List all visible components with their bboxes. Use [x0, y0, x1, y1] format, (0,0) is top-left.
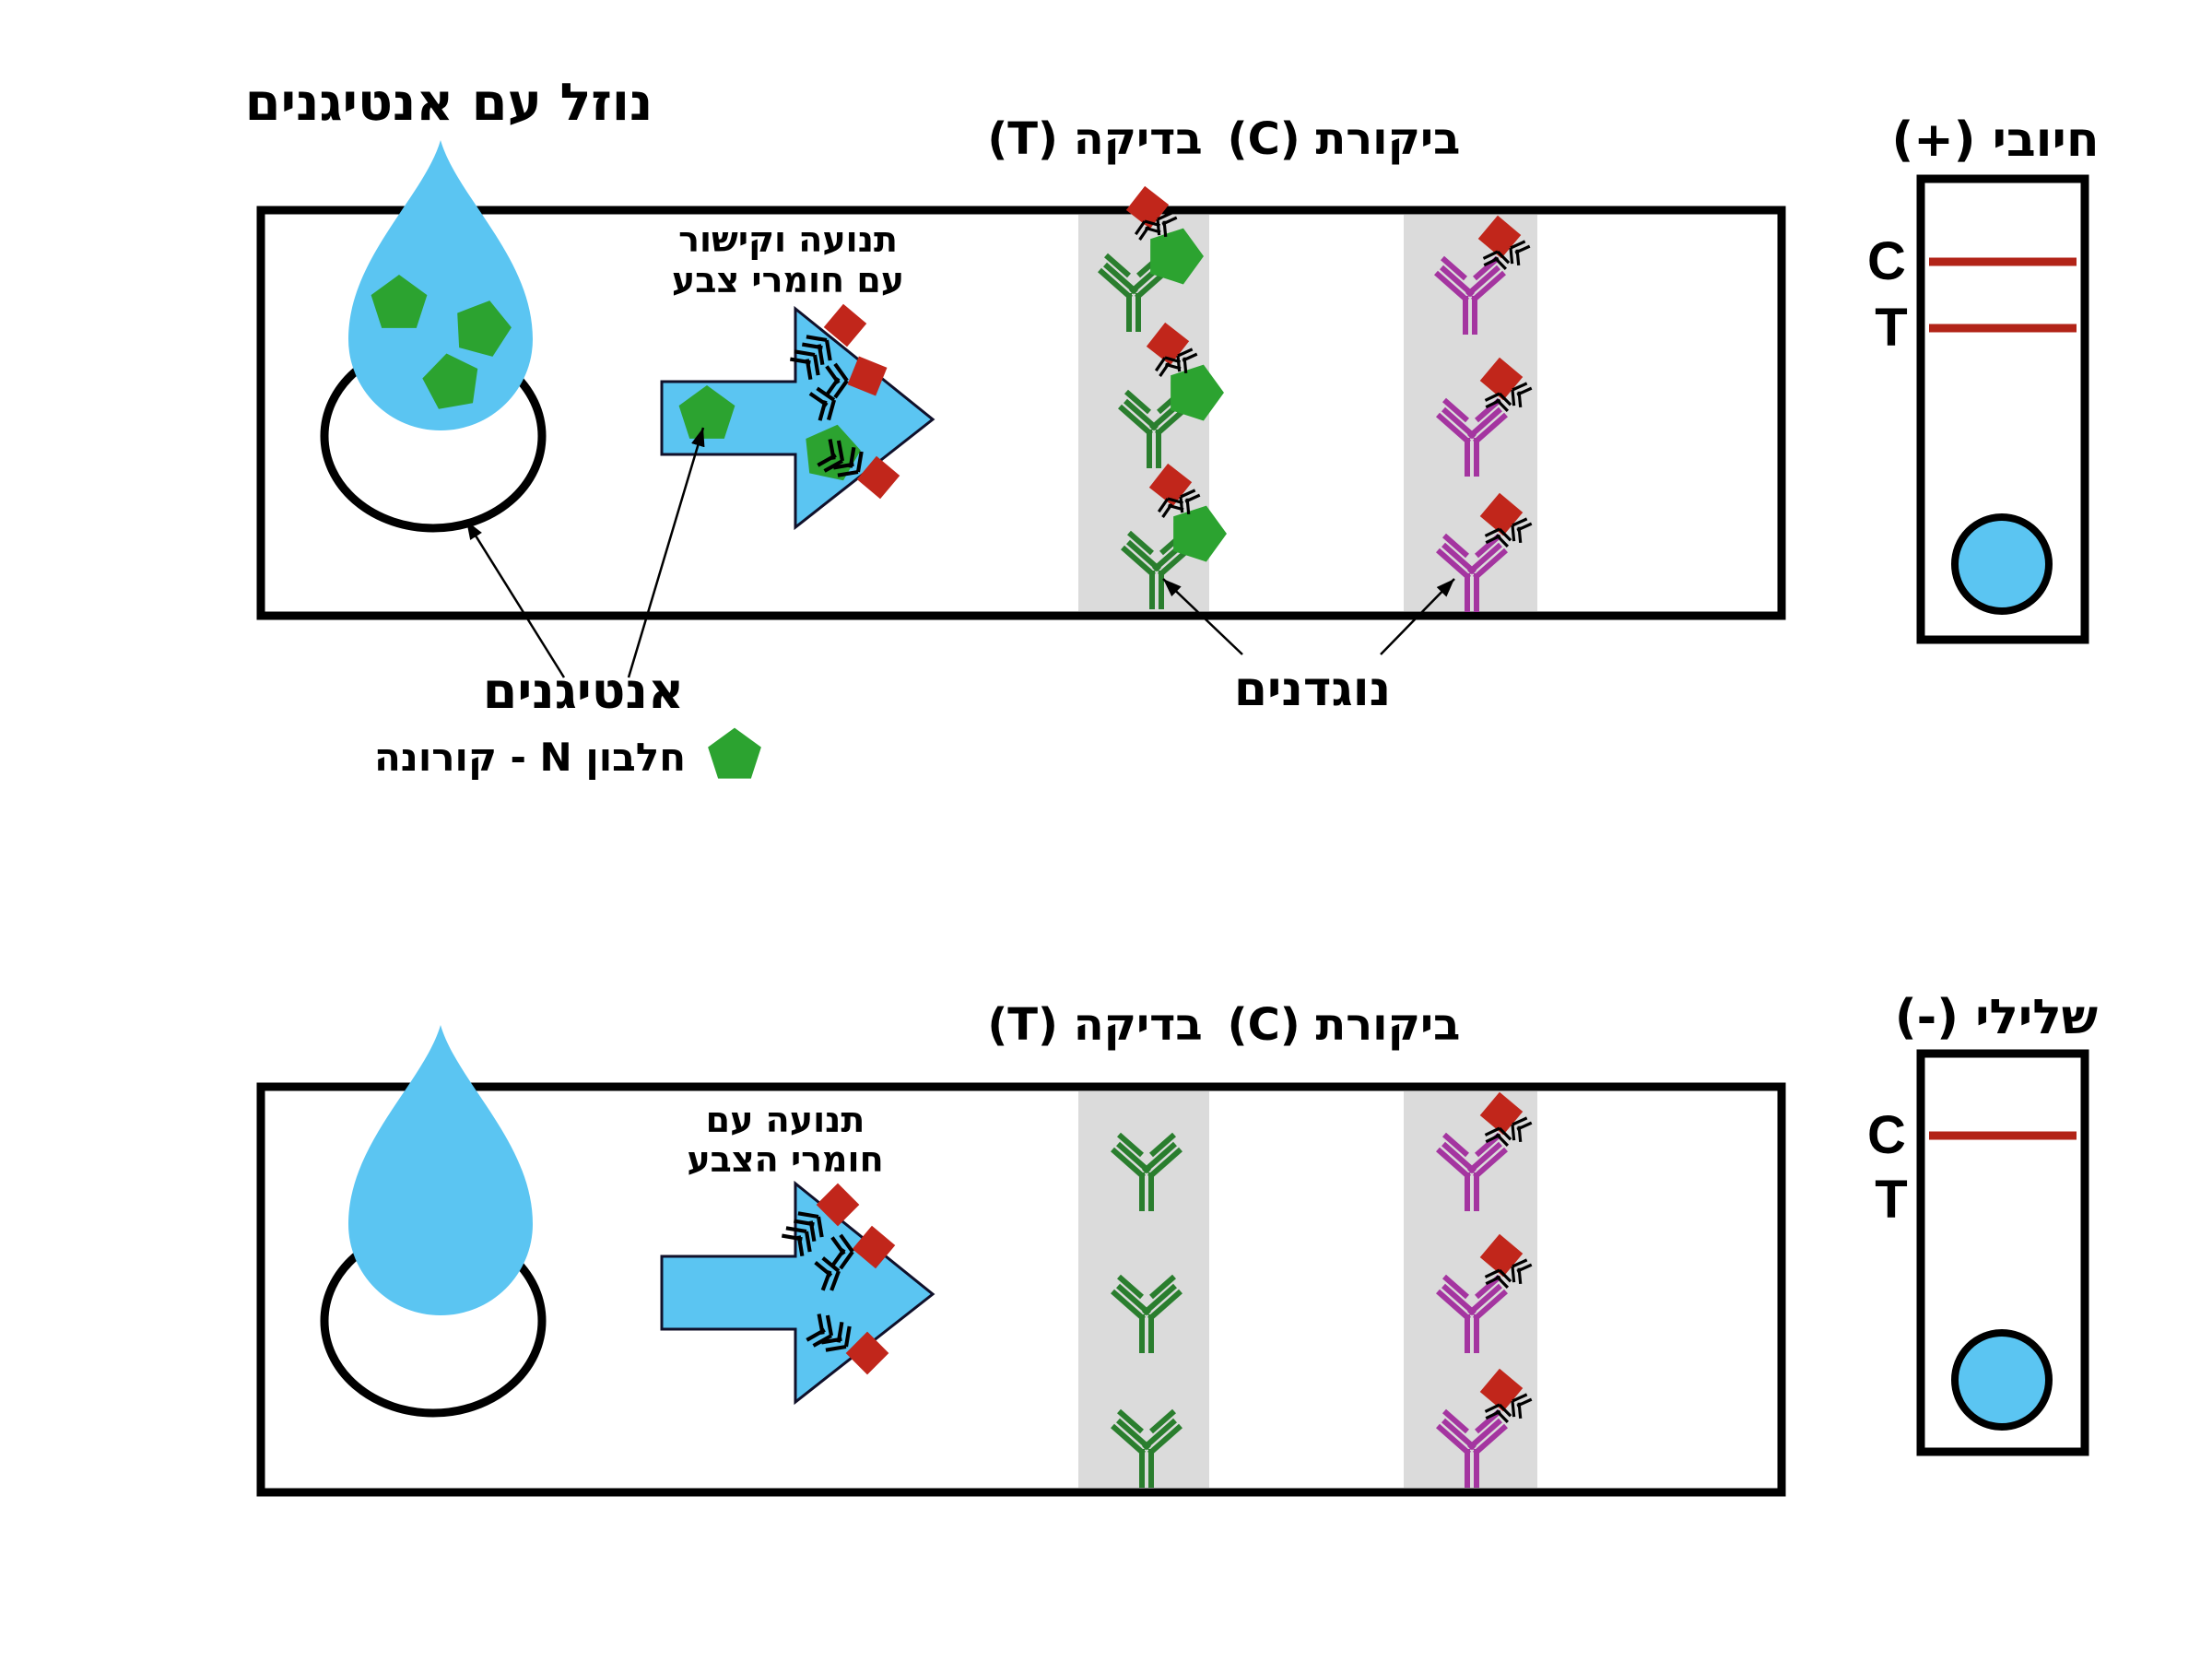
negative-c-label: C — [1867, 1105, 1906, 1165]
positive-strip-outline — [1916, 174, 2089, 644]
positive-result-cassette — [1916, 174, 2089, 644]
antigen-legend-label: חלבון N - קורונה — [373, 735, 687, 780]
pointer-arrow-antigen-drop — [465, 520, 566, 678]
positive-result-title: חיובי (+) — [1891, 112, 2100, 168]
bottom-test-line-band — [1078, 1091, 1209, 1488]
positive-t-label: T — [1875, 298, 1908, 358]
top-arrow-caption-line1: תנועה וקישור — [678, 219, 898, 260]
top-test-header: בדיקה (T) — [987, 113, 1203, 165]
top-arrow-caption-line2: עם חומרי צבע — [671, 260, 905, 300]
top-title: נוזל עם אנטיגנים — [244, 73, 653, 133]
bottom-arrow-caption-line2: חומרי הצבע — [687, 1139, 884, 1180]
antigens-label: אנטיגנים — [482, 662, 685, 720]
bottom-membrane-box — [256, 1082, 1786, 1497]
flow-arrow-icon — [660, 1182, 935, 1404]
top-membrane-box — [256, 206, 1786, 620]
bottom-control-header: ביקורת (C) — [1227, 999, 1461, 1051]
top-control-header: ביקורת (C) — [1227, 113, 1461, 165]
top-control-line-band — [1404, 215, 1537, 611]
pointer-arrow-antibody-test — [1162, 578, 1243, 655]
antigen-legend-icon — [708, 727, 761, 779]
negative-result-cassette — [1916, 1049, 2089, 1456]
bottom-test-header: בדיקה (T) — [987, 999, 1203, 1051]
bottom-arrow-caption-line1: תנועה עם — [705, 1100, 865, 1140]
negative-t-label: T — [1875, 1170, 1908, 1230]
bottom-control-line-band — [1404, 1091, 1537, 1488]
negative-strip-outline — [1916, 1049, 2089, 1456]
positive-c-label: C — [1867, 231, 1906, 291]
result-dot-icon — [1951, 1329, 2053, 1431]
antibodies-label: נוגדנים — [1233, 662, 1392, 717]
pointer-arrow-antibody-control — [1380, 578, 1455, 655]
pointer-arrow-antigen-flow — [627, 427, 705, 678]
bottom-panel — [256, 1025, 1786, 1497]
result-dot-icon — [1951, 513, 2053, 615]
sample-drop-icon — [348, 1025, 533, 1315]
top-panel — [256, 140, 1786, 779]
negative-result-title: שלילי (-) — [1894, 990, 2099, 1045]
